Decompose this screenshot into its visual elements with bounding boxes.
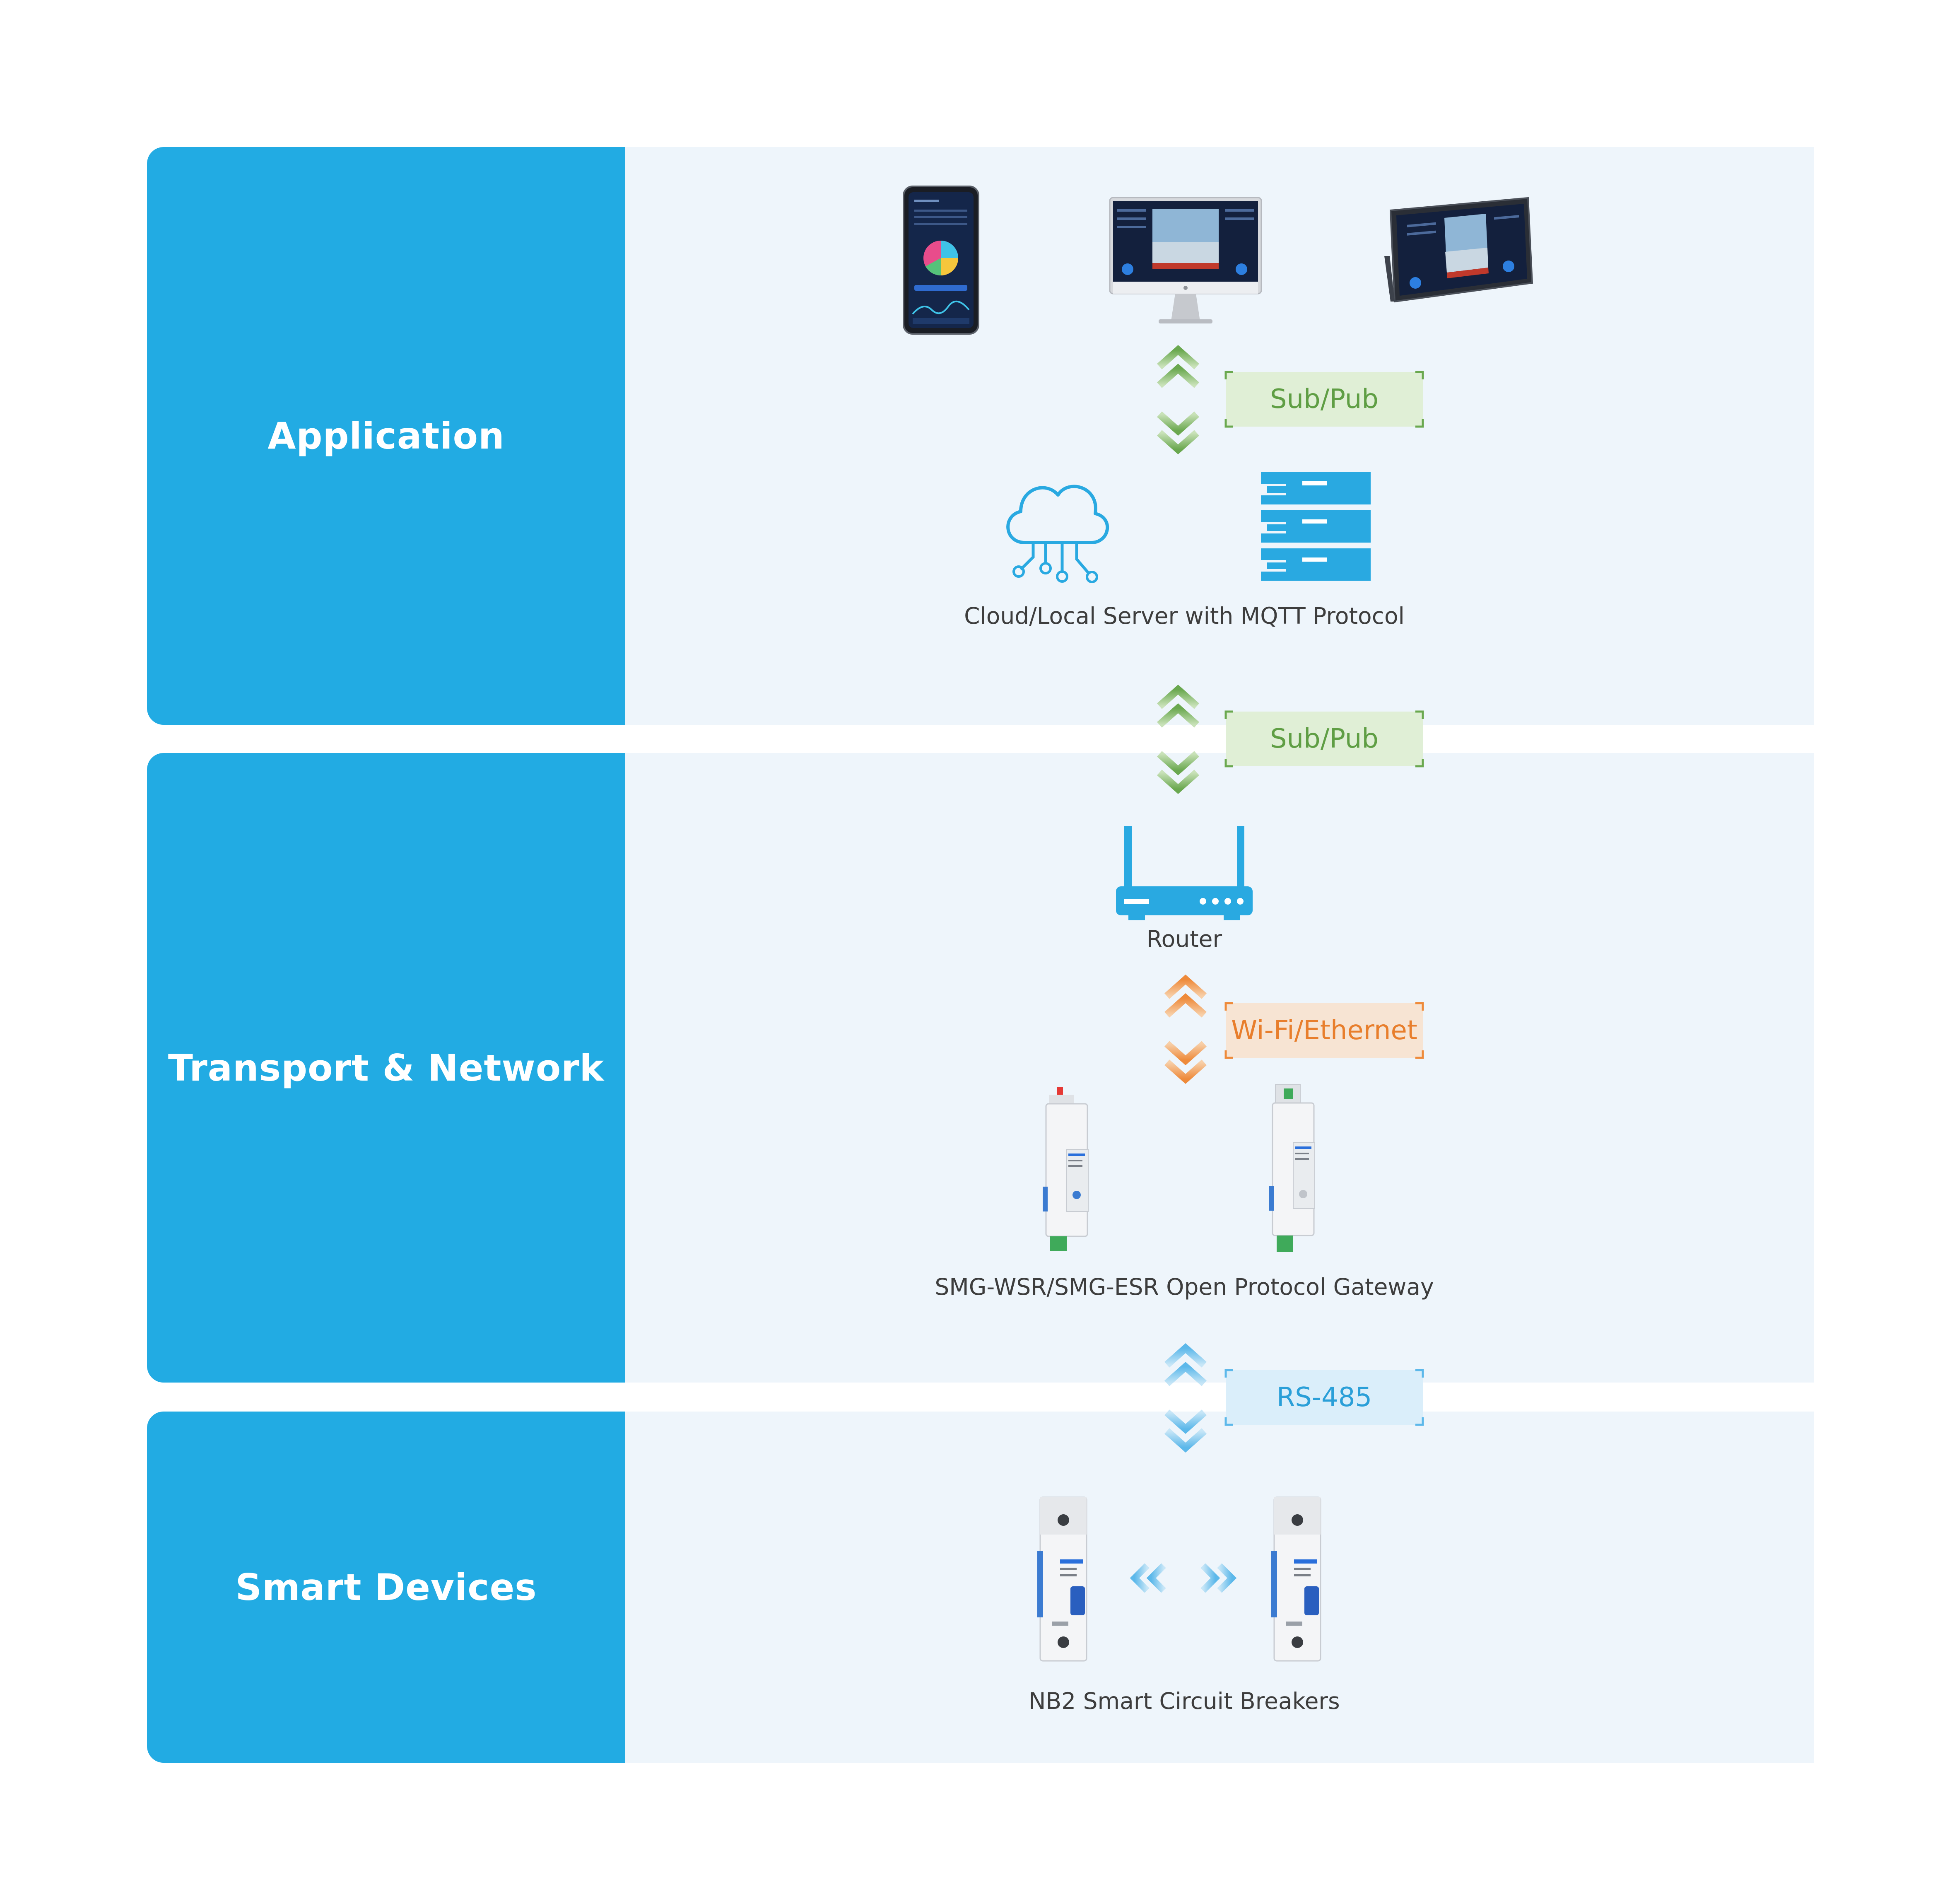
- bidirectional-arrow-icon: [1155, 345, 1201, 455]
- gateway-device-icon: [1265, 1084, 1327, 1254]
- layer-label-transport: Transport & Network: [147, 753, 625, 1383]
- bidirectional-arrow-icon: [1163, 974, 1208, 1084]
- link-label-sub-pub-bottom: Sub/Pub: [1270, 724, 1379, 754]
- caption-router: Router: [1146, 926, 1222, 952]
- desktop-monitor-icon: [1109, 197, 1262, 326]
- link-tag-rs485: RS-485: [1224, 1369, 1424, 1426]
- link-tag-sub-pub-bottom: Sub/Pub: [1224, 710, 1424, 767]
- link-label-sub-pub-top: Sub/Pub: [1270, 384, 1379, 415]
- circuit-breaker-icon: [1269, 1496, 1331, 1662]
- caption-gateway: SMG-WSR/SMG-ESR Open Protocol Gateway: [935, 1274, 1434, 1300]
- tablet-icon: [1382, 194, 1536, 306]
- link-tag-wifi-ethernet: Wi-Fi/Ethernet: [1224, 1002, 1424, 1059]
- gateway-device-icon: [1039, 1087, 1101, 1253]
- link-label-rs485: RS-485: [1276, 1382, 1372, 1413]
- link-tag-sub-pub-top: Sub/Pub: [1224, 371, 1424, 428]
- layer-label-application: Application: [147, 147, 625, 725]
- bidirectional-arrow-icon: [1130, 1563, 1237, 1593]
- server-rack-icon: [1261, 472, 1371, 581]
- router-icon: [1116, 826, 1253, 922]
- cloud-icon: [996, 470, 1112, 586]
- link-label-wifi-ethernet: Wi-Fi/Ethernet: [1231, 1015, 1417, 1046]
- caption-server: Cloud/Local Server with MQTT Protocol: [964, 603, 1405, 629]
- smartphone-icon: [903, 186, 979, 335]
- bidirectional-arrow-icon: [1155, 684, 1201, 794]
- transport-layer-panel: [625, 753, 1814, 1383]
- layer-label-devices: Smart Devices: [147, 1412, 625, 1763]
- bidirectional-arrow-icon: [1163, 1343, 1208, 1453]
- circuit-breaker-icon: [1035, 1496, 1097, 1662]
- caption-breakers: NB2 Smart Circuit Breakers: [1029, 1688, 1340, 1714]
